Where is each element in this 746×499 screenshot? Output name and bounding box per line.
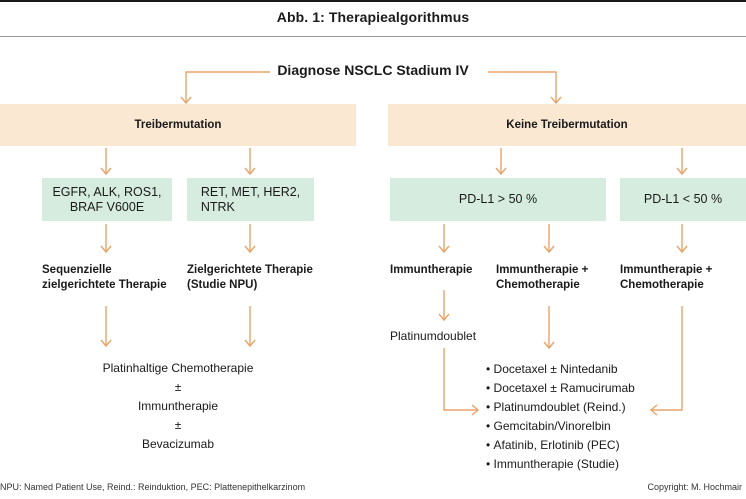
- arrow-root-right: [488, 71, 557, 103]
- marker-box-egfr: EGFR, ALK, ROS1, BRAF V600E: [42, 178, 172, 221]
- option-item: Platinumdoublet (Reind.): [486, 398, 736, 417]
- combined-line-plusminus-2: ±: [174, 418, 182, 432]
- therapy-sequential: Sequenzielle zielgerichtete Therapie: [42, 263, 192, 293]
- arrow-root-right-head: [550, 96, 562, 105]
- combined-line-plusminus-1: ±: [174, 380, 182, 394]
- title-rule: [0, 36, 746, 37]
- option-item: Afatinib, Erlotinib (PEC): [486, 436, 736, 455]
- therapy-immuno-chemo-low-line2: Chemotherapie: [620, 279, 704, 291]
- option-item: Docetaxel ± Ramucirumab: [486, 379, 736, 398]
- therapy-targeted: Zielgerichtete Therapie (Studie NPU): [187, 263, 347, 293]
- marker-box-ret: RET, MET, HER2, NTRK: [187, 178, 314, 221]
- diagnosis-node: Diagnose NSCLC Stadium IV: [277, 62, 469, 78]
- therapy-sequential-line2: zielgerichtete Therapie: [42, 279, 167, 291]
- combined-line-immuno: Immuntherapie: [137, 399, 219, 413]
- therapy-targeted-line2: (Studie NPU): [187, 279, 258, 291]
- therapy-targeted-line1: Zielgerichtete Therapie: [187, 264, 313, 276]
- marker-box-egfr-line1: EGFR, ALK, ROS1,: [52, 184, 162, 199]
- therapy-immuno-chemo-low-line1: Immuntherapie +: [620, 264, 713, 276]
- copyright: Copyright: M. Hochmair: [647, 482, 742, 492]
- option-item: Gemcitabin/Vinorelbin: [486, 417, 736, 436]
- footnote: NPU: Named Patient Use, Reind.: Reindukt…: [0, 482, 306, 492]
- top-rule: [0, 0, 746, 2]
- combined-therapy: Platinhaltige Chemotherapie ± Immunthera…: [88, 359, 268, 454]
- therapy-immuno-chemo-high: Immuntherapie + Chemotherapie: [496, 263, 606, 293]
- option-item: Immuntherapie (Studie): [486, 455, 736, 474]
- figure-title: Abb. 1: Therapiealgorithmus: [276, 9, 470, 25]
- therapy-immuno-chemo-low: Immuntherapie + Chemotherapie: [620, 263, 740, 293]
- second-line-options: Docetaxel ± Nintedanib Docetaxel ± Ramuc…: [486, 360, 736, 474]
- marker-box-ret-line1: RET, MET, HER2,: [200, 184, 301, 199]
- therapy-immuno: Immuntherapie: [390, 264, 473, 276]
- arrow-root-left-head: [180, 96, 192, 105]
- combined-line-bevacizumab: Bevacizumab: [141, 437, 215, 451]
- no-driver-mutation-header: Keine Treibermutation: [388, 104, 746, 146]
- option-item: Docetaxel ± Nintedanib: [486, 360, 736, 379]
- therapy-immuno-chemo-high-line1: Immuntherapie +: [496, 264, 589, 276]
- arrow-platinum-options: [443, 348, 478, 411]
- pdl1-low-box: PD-L1 < 50 %: [620, 178, 746, 221]
- pdl1-high-box: PD-L1 > 50 %: [390, 178, 606, 221]
- combined-line-chemo: Platinhaltige Chemotherapie: [102, 361, 254, 375]
- driver-mutation-header: Treibermutation: [0, 104, 356, 146]
- marker-box-ret-line2: NTRK: [200, 199, 235, 214]
- therapy-immuno-chemo-high-line2: Chemotherapie: [496, 279, 580, 291]
- therapy-sequential-line1: Sequenzielle: [42, 264, 112, 276]
- arrow-root-left: [185, 71, 270, 103]
- marker-box-egfr-line2: BRAF V600E: [69, 199, 145, 214]
- next-line-platinumdoublet: Platinumdoublet: [390, 329, 477, 343]
